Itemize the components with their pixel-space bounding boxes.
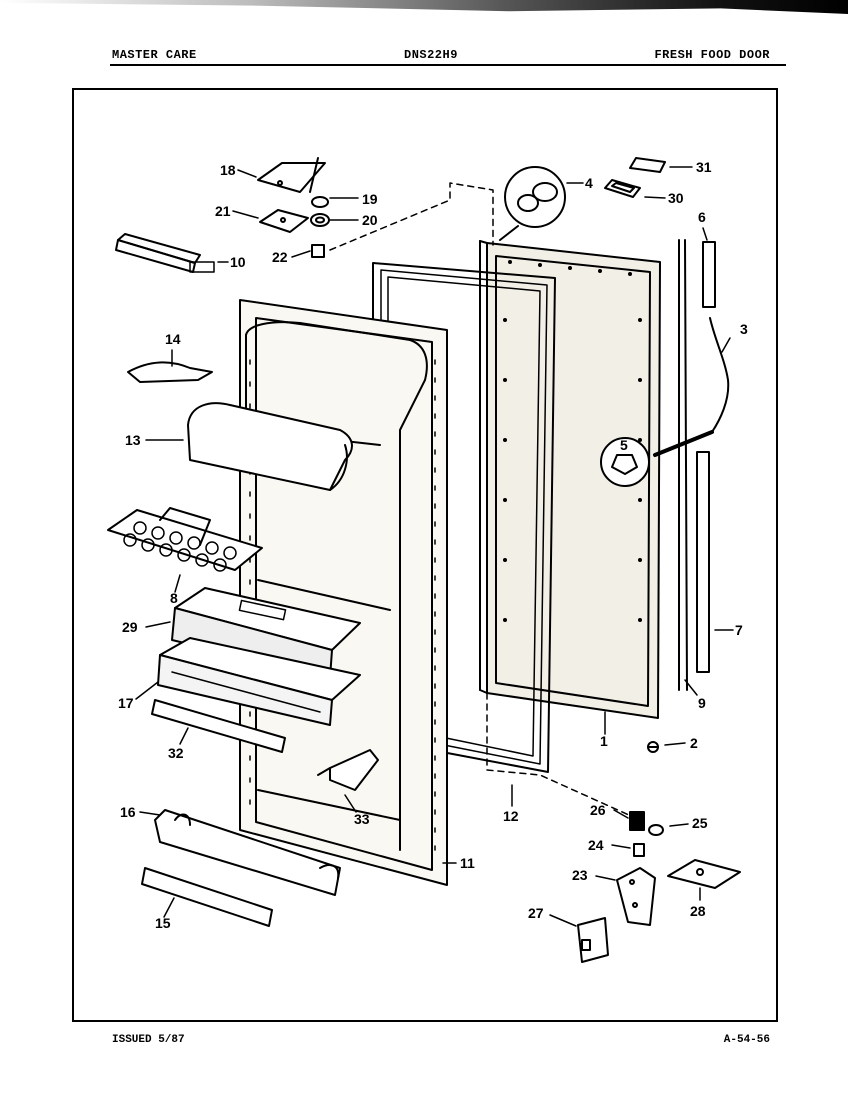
part-nameplate-bracket <box>604 179 641 198</box>
callout-2: 2 <box>690 735 698 751</box>
header-rule <box>110 64 786 66</box>
callout-29: 29 <box>122 619 138 635</box>
part-door-stop <box>115 233 215 273</box>
callout-22: 22 <box>272 249 288 265</box>
header-model: DNS22H9 <box>404 48 458 62</box>
part-bottom-bushing <box>633 843 645 857</box>
part-egg-tray <box>107 507 263 572</box>
callout-32: 32 <box>168 745 184 761</box>
alignment-lines <box>329 182 641 821</box>
part-trim-strip-lower <box>141 867 273 927</box>
callout-18: 18 <box>220 162 236 178</box>
part-hinge-bushing <box>310 213 330 227</box>
part-handle-wire <box>653 317 730 457</box>
part-nameplate <box>629 157 666 173</box>
callout-17: 17 <box>118 695 134 711</box>
callout-8: 8 <box>170 590 178 606</box>
part-handle-trim <box>696 451 710 673</box>
callout-31: 31 <box>696 159 712 175</box>
footer-issued: ISSUED 5/87 <box>112 1034 185 1046</box>
callout-25: 25 <box>692 815 708 831</box>
part-screw-detail <box>600 437 650 487</box>
callout-30: 30 <box>668 190 684 206</box>
part-dairy-door <box>187 402 353 491</box>
part-dairy-cover <box>127 361 213 383</box>
leader-lines <box>135 166 734 927</box>
callout-33: 33 <box>354 811 370 827</box>
callout-19: 19 <box>362 191 378 207</box>
part-hinge-spacer <box>577 917 609 963</box>
callout-4: 4 <box>585 175 593 191</box>
callout-7: 7 <box>735 622 743 638</box>
diagram-frame <box>72 88 778 1022</box>
callout-10: 10 <box>230 254 246 270</box>
part-handle-rod <box>678 239 688 691</box>
callout-21: 21 <box>215 203 231 219</box>
callout-9: 9 <box>698 695 706 711</box>
part-door-shelf <box>154 809 341 896</box>
callout-1: 1 <box>600 733 608 749</box>
callout-12: 12 <box>503 808 519 824</box>
part-bottom-hinge-plate <box>667 859 741 889</box>
part-trim-strip-upper <box>151 699 286 753</box>
part-plug-button <box>647 741 659 753</box>
part-washer <box>311 196 329 208</box>
callout-16: 16 <box>120 804 136 820</box>
part-shelf-retainer <box>317 749 379 791</box>
callout-24: 24 <box>588 837 604 853</box>
part-handle-cap-upper <box>702 241 716 308</box>
header-brand: MASTER CARE <box>112 48 197 62</box>
callout-3: 3 <box>740 321 748 337</box>
part-butter-compartment <box>157 637 361 726</box>
part-bottom-washer <box>648 824 664 836</box>
part-door-handle-plug <box>499 166 566 241</box>
part-inner-door-liner <box>239 299 448 886</box>
callout-14: 14 <box>165 331 181 347</box>
callout-13: 13 <box>125 432 141 448</box>
part-bottom-hinge-bracket <box>616 867 656 926</box>
callout-6: 6 <box>698 209 706 225</box>
callout-20: 20 <box>362 212 378 228</box>
part-bottom-hinge-pin <box>629 811 645 831</box>
callout-5: 5 <box>620 437 628 453</box>
callout-28: 28 <box>690 903 706 919</box>
callout-26: 26 <box>590 802 606 818</box>
part-outer-door-panel <box>479 240 661 719</box>
part-hinge-nut <box>311 244 325 258</box>
header-section: FRESH FOOD DOOR <box>654 48 770 62</box>
callout-11: 11 <box>460 855 475 871</box>
part-top-hinge <box>257 157 326 193</box>
callout-23: 23 <box>572 867 588 883</box>
part-hinge-shim <box>259 209 309 233</box>
callout-27: 27 <box>528 905 544 921</box>
footer-page-code: A-54-56 <box>723 1034 770 1046</box>
callout-15: 15 <box>155 915 171 931</box>
